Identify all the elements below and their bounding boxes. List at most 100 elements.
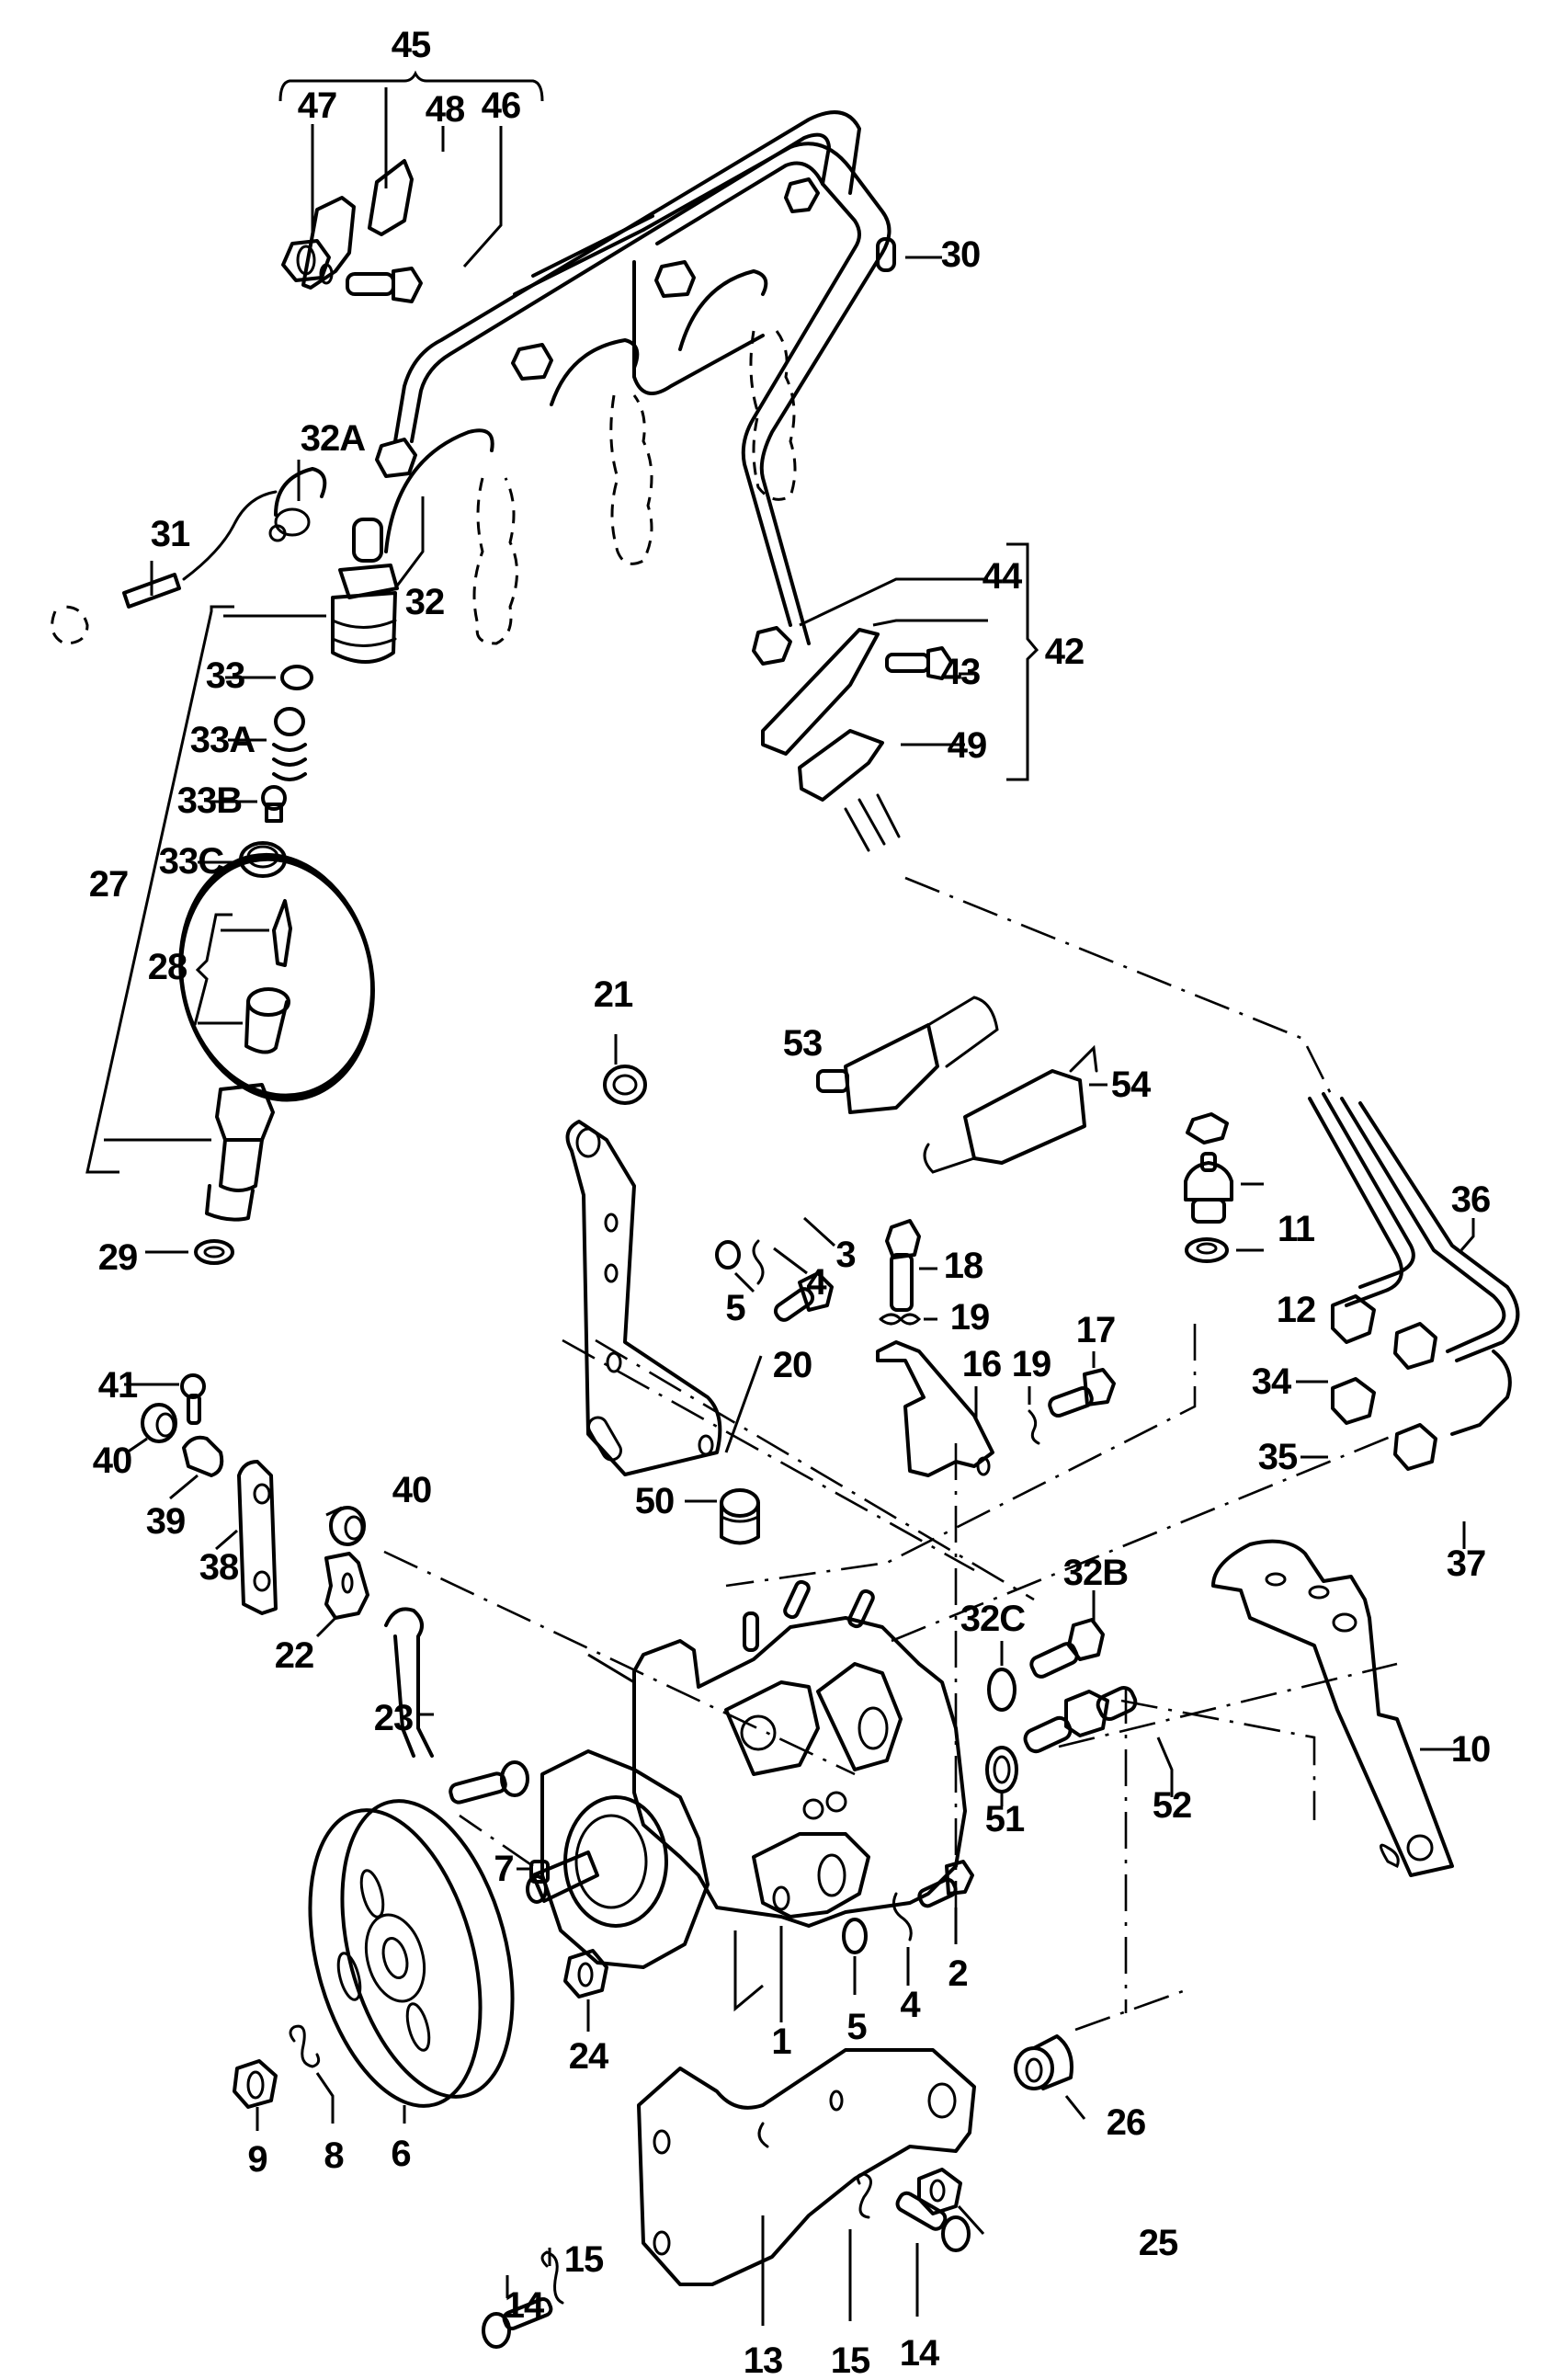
bolt-2 bbox=[917, 1860, 974, 1944]
callout-37: 37 bbox=[1447, 1543, 1486, 1584]
pin-33B bbox=[210, 785, 287, 823]
callout-3: 3 bbox=[835, 1235, 855, 1275]
washer-5b bbox=[842, 1918, 868, 1995]
callout-9: 9 bbox=[247, 2139, 267, 2180]
callout-32b: 32B bbox=[1063, 1553, 1128, 1593]
callout-48: 48 bbox=[426, 89, 465, 130]
stud bbox=[449, 1760, 529, 1805]
callout-33a: 33A bbox=[190, 720, 255, 760]
callout-13: 13 bbox=[744, 2340, 783, 2380]
callout-32: 32 bbox=[405, 582, 445, 622]
callout-21: 21 bbox=[594, 974, 633, 1015]
pulley-6 bbox=[308, 1799, 515, 2124]
callout-27: 27 bbox=[89, 864, 129, 905]
washer-4b bbox=[892, 1892, 913, 1986]
connector-54 bbox=[923, 1044, 1107, 1174]
callout-54: 54 bbox=[1111, 1065, 1152, 1105]
callout-53: 53 bbox=[783, 1023, 823, 1064]
callout-35: 35 bbox=[1258, 1437, 1298, 1477]
callout-19: 19 bbox=[950, 1297, 990, 1338]
connector-53 bbox=[816, 996, 999, 1114]
callout-42: 42 bbox=[1045, 632, 1085, 672]
pin-39 bbox=[169, 1435, 224, 1500]
washer-51 bbox=[985, 1746, 1018, 1806]
nozzle-nut bbox=[205, 1083, 275, 1222]
clamp-45 bbox=[301, 196, 356, 290]
callout-23: 23 bbox=[374, 1698, 414, 1738]
callout-28: 28 bbox=[148, 947, 187, 987]
lever-20 bbox=[565, 1120, 763, 1476]
callout-17: 17 bbox=[1076, 1310, 1116, 1350]
callout-30: 30 bbox=[941, 234, 981, 275]
callout-11: 11 bbox=[1278, 1209, 1315, 1249]
callout-16: 16 bbox=[962, 1344, 1002, 1384]
hose-31 bbox=[51, 490, 278, 645]
pipes-34-37 bbox=[1296, 1092, 1520, 1549]
fuel-hose-30 bbox=[876, 237, 942, 272]
callout-43: 43 bbox=[941, 652, 981, 692]
callout-50: 50 bbox=[635, 1481, 675, 1521]
callout-14: 14 bbox=[505, 2285, 545, 2326]
callout-8: 8 bbox=[324, 2135, 344, 2176]
callout-29: 29 bbox=[98, 1237, 138, 1278]
bush-40b bbox=[325, 1506, 366, 1546]
callout-19: 19 bbox=[1012, 1344, 1051, 1384]
bolt-32B bbox=[1029, 1590, 1105, 1679]
callout-41: 41 bbox=[98, 1365, 138, 1406]
flange-pulley-hub bbox=[526, 1749, 710, 1969]
callout-25: 25 bbox=[1139, 2223, 1178, 2263]
callout-46: 46 bbox=[482, 85, 521, 126]
callout-5: 5 bbox=[846, 2007, 867, 2047]
callout-24: 24 bbox=[569, 2036, 609, 2077]
centerlines bbox=[383, 876, 1398, 2032]
bush-21 bbox=[603, 1034, 647, 1105]
plug-50 bbox=[685, 1488, 760, 1545]
bolt-46 bbox=[346, 267, 423, 303]
nut-9 bbox=[233, 2059, 278, 2131]
nozzle-28 bbox=[193, 899, 292, 1054]
callout-22: 22 bbox=[275, 1635, 314, 1676]
bracket-10 bbox=[1211, 1539, 1461, 1877]
spring-33A bbox=[228, 707, 307, 781]
line-nuts bbox=[375, 177, 820, 478]
rod-23 bbox=[384, 1607, 434, 1758]
washer-33 bbox=[225, 665, 313, 690]
callout-15: 15 bbox=[831, 2340, 870, 2380]
callout-38: 38 bbox=[199, 1547, 239, 1588]
key-7 bbox=[517, 1860, 550, 1884]
callout-10: 10 bbox=[1451, 1729, 1491, 1770]
callout-31: 31 bbox=[151, 514, 190, 554]
group-45-bracket bbox=[278, 70, 544, 268]
callout-51: 51 bbox=[985, 1799, 1025, 1839]
callout-1: 1 bbox=[771, 2021, 791, 2062]
callout-14: 14 bbox=[900, 2333, 940, 2374]
callout-40: 40 bbox=[93, 1441, 132, 1481]
callout-18: 18 bbox=[944, 1246, 983, 1286]
fitting-52 bbox=[1023, 1686, 1174, 1797]
bracket-13 bbox=[637, 2048, 976, 2326]
callout-33: 33 bbox=[206, 655, 245, 696]
callout-34: 34 bbox=[1252, 1361, 1292, 1402]
callout-5: 5 bbox=[725, 1288, 745, 1328]
callout-33c: 33C bbox=[159, 841, 223, 882]
callout-32c: 32C bbox=[960, 1599, 1025, 1639]
sensor-11 bbox=[1184, 1112, 1264, 1224]
callout-12: 12 bbox=[1277, 1290, 1316, 1330]
injection-pump-body bbox=[587, 1579, 967, 1928]
callout-20: 20 bbox=[773, 1345, 812, 1385]
group-27-bracket bbox=[85, 605, 326, 1174]
bolt-14b bbox=[482, 2275, 553, 2349]
callout-7: 7 bbox=[494, 1849, 513, 1889]
callout-6: 6 bbox=[391, 2134, 410, 2174]
washer-8 bbox=[289, 2024, 335, 2124]
bracket-42-parts bbox=[752, 542, 1039, 802]
bush-26 bbox=[1014, 2034, 1086, 2120]
callout-45: 45 bbox=[392, 25, 431, 65]
bracket-16 bbox=[876, 1340, 994, 1477]
return-hoses bbox=[274, 269, 768, 553]
plate-22 bbox=[315, 1552, 369, 1638]
bush-40a bbox=[126, 1403, 177, 1454]
washer-15b bbox=[540, 2248, 564, 2305]
